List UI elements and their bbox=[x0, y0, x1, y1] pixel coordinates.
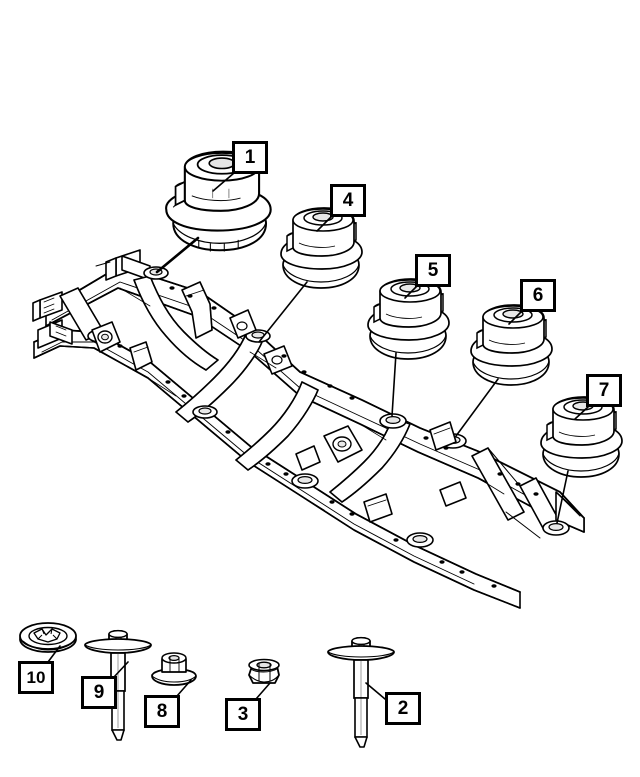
callout-8[interactable]: 8 bbox=[144, 695, 180, 728]
bracket-mid-near bbox=[263, 345, 293, 375]
leader-3 bbox=[255, 682, 271, 700]
retainer-washer-10 bbox=[19, 622, 77, 653]
leader-1b bbox=[155, 236, 200, 274]
body-mount-isolator-6 bbox=[470, 304, 553, 386]
leader-4a bbox=[316, 215, 333, 232]
mount-boss-far-1 bbox=[143, 266, 169, 280]
leader-9 bbox=[113, 661, 129, 678]
leader-10 bbox=[47, 645, 61, 663]
callout-1[interactable]: 1 bbox=[232, 141, 268, 174]
center-support-bracket bbox=[323, 425, 363, 463]
leader-7a bbox=[574, 406, 589, 420]
body-mount-isolator-5 bbox=[367, 278, 450, 360]
bracket-mid-far bbox=[229, 309, 257, 339]
callout-5[interactable]: 5 bbox=[415, 254, 451, 287]
leader-5b bbox=[391, 352, 397, 417]
body-mount-isolator-4 bbox=[280, 207, 363, 289]
callout-9[interactable]: 9 bbox=[81, 676, 117, 709]
leader-2 bbox=[365, 682, 386, 700]
mount-boss-far-5 bbox=[542, 520, 570, 536]
leader-4b bbox=[258, 281, 308, 343]
rail-hole-row-near bbox=[117, 344, 497, 588]
callout-4[interactable]: 4 bbox=[330, 184, 366, 217]
control-arm-bracket-left bbox=[129, 341, 153, 371]
mount-boss-near-3 bbox=[291, 473, 319, 489]
leader-8 bbox=[176, 679, 192, 697]
rear-spring-bracket-far bbox=[429, 421, 457, 451]
callout-3[interactable]: 3 bbox=[225, 698, 261, 731]
suspension-bracket-front bbox=[91, 321, 121, 353]
leader-6b bbox=[455, 378, 499, 437]
flanged-spacer-8 bbox=[151, 652, 197, 686]
leader-7b bbox=[556, 470, 569, 524]
leader-5a bbox=[404, 285, 418, 299]
body-mount-isolator-7 bbox=[540, 396, 623, 478]
leader-lines bbox=[47, 172, 589, 700]
skid-bracket-2 bbox=[439, 481, 467, 507]
flange-nut-3 bbox=[248, 658, 280, 684]
skid-bracket-1 bbox=[295, 445, 321, 471]
callout-2[interactable]: 2 bbox=[385, 692, 421, 725]
vehicle-ladder-frame bbox=[32, 249, 585, 609]
callout-7[interactable]: 7 bbox=[586, 374, 622, 407]
leader-6a bbox=[508, 310, 523, 325]
leader-1a bbox=[212, 172, 235, 192]
mount-boss-far-3 bbox=[379, 413, 407, 429]
rear-spring-bracket-near bbox=[363, 493, 393, 523]
mount-boss-near-2 bbox=[192, 405, 218, 419]
mount-boss-near-4 bbox=[406, 532, 434, 548]
callout-6[interactable]: 6 bbox=[520, 279, 556, 312]
callout-10[interactable]: 10 bbox=[18, 661, 54, 694]
